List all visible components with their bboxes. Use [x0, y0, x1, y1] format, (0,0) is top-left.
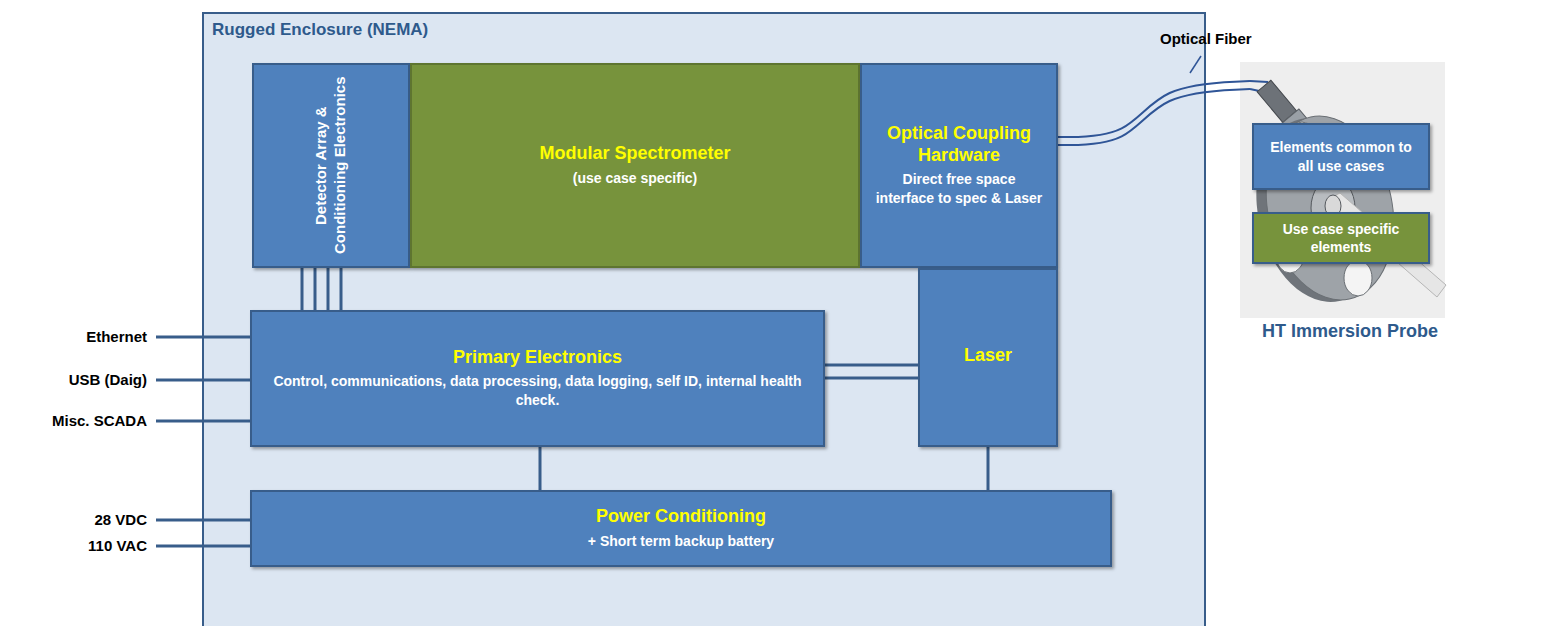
probe-figure: HT Immersion Probe	[1250, 70, 1450, 342]
connector-line	[539, 447, 542, 490]
module-box: Optical Coupling HardwareDirect free spa…	[860, 63, 1058, 268]
connector-line	[825, 365, 918, 378]
port-label: 28 VDC	[10, 511, 147, 528]
box-title: Power Conditioning	[596, 506, 766, 528]
region-title: Rugged Enclosure (NEMA)	[212, 20, 1196, 40]
legend-text: Use case specific elements	[1262, 220, 1420, 256]
port-label: 110 VAC	[10, 537, 147, 554]
external-wires	[156, 337, 251, 546]
legend-swatch: Elements common to all use cases	[1252, 123, 1430, 190]
box-title: Optical Coupling Hardware	[872, 123, 1046, 166]
connector-line	[987, 447, 990, 490]
connector-line	[302, 268, 341, 310]
legend-swatch: Use case specific elements	[1252, 212, 1430, 264]
box-text: Direct free space interface to spec & La…	[872, 170, 1046, 208]
box-text: (use case specific)	[573, 169, 698, 188]
leader-line	[1190, 56, 1201, 73]
box-text: + Short term backup battery	[588, 532, 774, 551]
immersion-probe	[1240, 62, 1446, 318]
enclosure-region: Rugged Enclosure (NEMA) Detector Array & …	[202, 12, 1206, 626]
box-title: Primary Electronics	[453, 347, 622, 369]
module-box: Power Conditioning + Short term backup ba…	[250, 490, 1112, 567]
box-title: Laser	[964, 345, 1012, 367]
enclosure-fill	[203, 13, 1205, 626]
box-text: Control, communications, data processing…	[262, 372, 813, 410]
box-title: Detector Array & Conditioning Electronic…	[312, 71, 350, 260]
module-box: Laser	[918, 268, 1058, 447]
fiber-label: Optical Fiber	[1160, 30, 1280, 47]
module-box: Primary ElectronicsControl, communicatio…	[250, 310, 825, 447]
legend-text: Elements common to all use cases	[1262, 138, 1420, 174]
box-title: Modular Spectrometer	[539, 143, 730, 165]
module-box: Modular Spectrometer (use case specific)	[410, 63, 860, 268]
port-label: Misc. SCADA	[10, 412, 147, 429]
probe-label: HT Immersion Probe	[1262, 321, 1438, 342]
port-label: Ethernet	[10, 328, 147, 345]
module-box: Detector Array & Conditioning Electronic…	[252, 63, 410, 268]
optical-fiber	[1058, 81, 1250, 145]
port-label: USB (Daig)	[10, 371, 147, 388]
